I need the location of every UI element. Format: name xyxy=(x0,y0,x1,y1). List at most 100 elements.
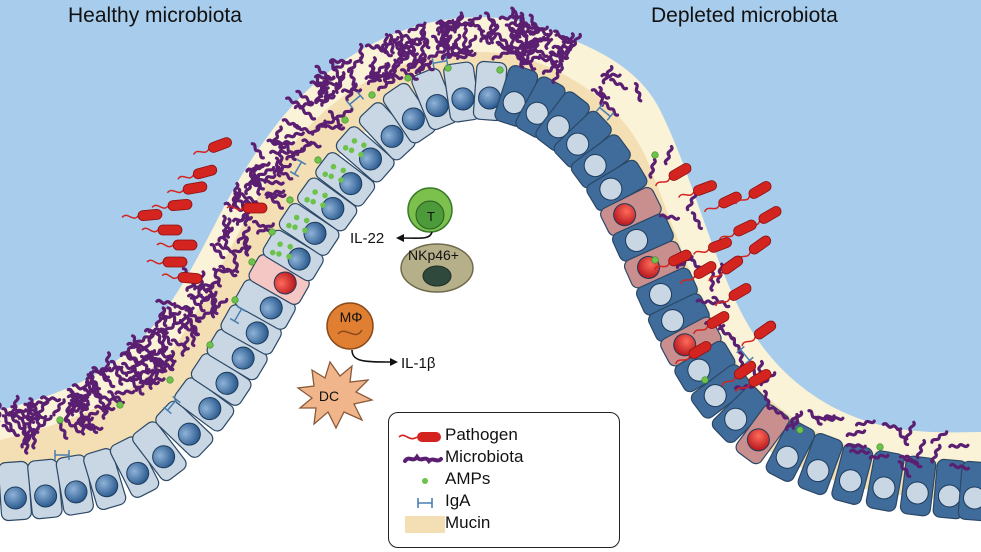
pathogen xyxy=(151,198,193,212)
microbiota-worm xyxy=(114,389,136,396)
pathogen xyxy=(693,311,730,335)
epithelial-cell xyxy=(957,460,981,522)
microbiota-worm xyxy=(488,19,495,41)
microbiota-worm xyxy=(598,85,605,107)
amp-dot xyxy=(404,74,412,82)
microbiota-worm xyxy=(504,23,522,39)
microbiota-worm xyxy=(658,213,681,221)
microbiota-worm xyxy=(519,55,537,71)
pathogen-flagellum xyxy=(718,232,735,241)
amp-dot xyxy=(248,258,256,266)
iga xyxy=(736,345,754,365)
legend-pathogen-label: Pathogen xyxy=(445,425,518,444)
cell-nucleus xyxy=(599,177,623,201)
granule xyxy=(293,214,300,221)
epithelial-cell xyxy=(297,177,358,232)
microbiota-worm xyxy=(695,298,717,306)
microbiota-worm xyxy=(383,61,391,83)
microbiota-worm xyxy=(445,26,451,48)
microbiota-worm xyxy=(189,296,206,313)
pathogen-flagellum xyxy=(166,189,184,194)
pathogen xyxy=(735,369,772,393)
microbiota-worm xyxy=(1,414,16,433)
pathogen-flagellum xyxy=(708,271,723,282)
pathogen xyxy=(193,137,232,155)
iga-shape xyxy=(229,305,247,325)
il22-arrowhead xyxy=(396,234,404,242)
pathogen-body xyxy=(748,369,772,387)
microbiota-worm xyxy=(180,336,190,357)
microbiota-worm xyxy=(221,214,228,236)
epithelial-cell xyxy=(635,267,698,316)
pathogen-body xyxy=(728,283,752,301)
legend-mucin: Mucin xyxy=(389,513,619,535)
pathogen xyxy=(718,219,757,241)
cell-nucleus xyxy=(321,197,345,221)
iga-shape xyxy=(736,345,754,365)
epithelial-cell xyxy=(335,126,395,183)
epithelial-cell xyxy=(711,385,770,443)
microbiota-worm xyxy=(394,29,415,42)
microbiota-worm xyxy=(40,395,62,403)
pathogen xyxy=(177,164,218,180)
pathogen-body xyxy=(157,224,183,236)
iga-shape xyxy=(431,55,449,69)
mucin-icon xyxy=(405,516,445,533)
pathogen-body xyxy=(137,208,163,222)
microbiota-worm xyxy=(709,270,716,292)
cell-nucleus xyxy=(963,486,981,510)
microbiota-worm xyxy=(556,45,564,66)
microbiota-worm xyxy=(495,40,514,55)
granule xyxy=(269,249,276,256)
granule xyxy=(286,253,292,260)
cell-nucleus xyxy=(649,282,673,306)
microbiota-worm xyxy=(35,412,42,434)
cell-nucleus xyxy=(359,147,383,171)
cell-nucleus xyxy=(231,346,255,370)
il22-label: IL-22 xyxy=(350,230,385,247)
granule xyxy=(358,151,364,158)
microbiota-worm xyxy=(324,124,346,131)
microbiota-worm xyxy=(431,34,449,50)
microbiota-worm xyxy=(256,166,276,179)
pathogen xyxy=(736,235,772,262)
epithelial-cell xyxy=(648,293,710,342)
microbiota-worm xyxy=(293,123,314,135)
il22-arrow xyxy=(399,231,433,240)
amps-layer xyxy=(56,64,884,451)
microbiota-worm xyxy=(118,376,140,383)
t-cell xyxy=(407,187,453,233)
microbiota-worm xyxy=(298,106,317,121)
microbiota-worm xyxy=(437,22,456,36)
cell-nucleus xyxy=(838,469,862,493)
microbiota-worm xyxy=(149,358,168,373)
granule xyxy=(330,163,337,170)
microbiota-worm xyxy=(28,397,40,417)
microbiota-worm xyxy=(675,255,694,269)
microbiota-worm xyxy=(14,420,30,437)
pathogen-body xyxy=(720,255,744,275)
microbiota-worm xyxy=(522,53,542,66)
microbiota-worm xyxy=(528,36,549,45)
cell-nucleus xyxy=(806,459,830,483)
pathogen-flagellum xyxy=(693,248,710,255)
microbiota-worm xyxy=(897,460,912,478)
epithelial-cell xyxy=(55,454,94,516)
microbiota-worm xyxy=(236,226,251,244)
amp-dot xyxy=(231,296,239,304)
microbiota-worm xyxy=(447,50,469,58)
pathogen-flagellum xyxy=(703,204,720,213)
granule xyxy=(312,189,318,195)
pathogen xyxy=(678,180,717,198)
il1b-arrowhead xyxy=(390,358,398,366)
epithelial-cells xyxy=(0,60,981,522)
cell-nucleus xyxy=(126,461,150,485)
microbiota-worm xyxy=(734,384,756,391)
cell-nucleus xyxy=(724,407,748,431)
pathogens-layer xyxy=(121,137,782,393)
microbiota-worm xyxy=(896,427,910,447)
cell-nucleus xyxy=(380,124,404,148)
iga xyxy=(289,158,307,178)
microbiota-worm xyxy=(31,428,38,450)
